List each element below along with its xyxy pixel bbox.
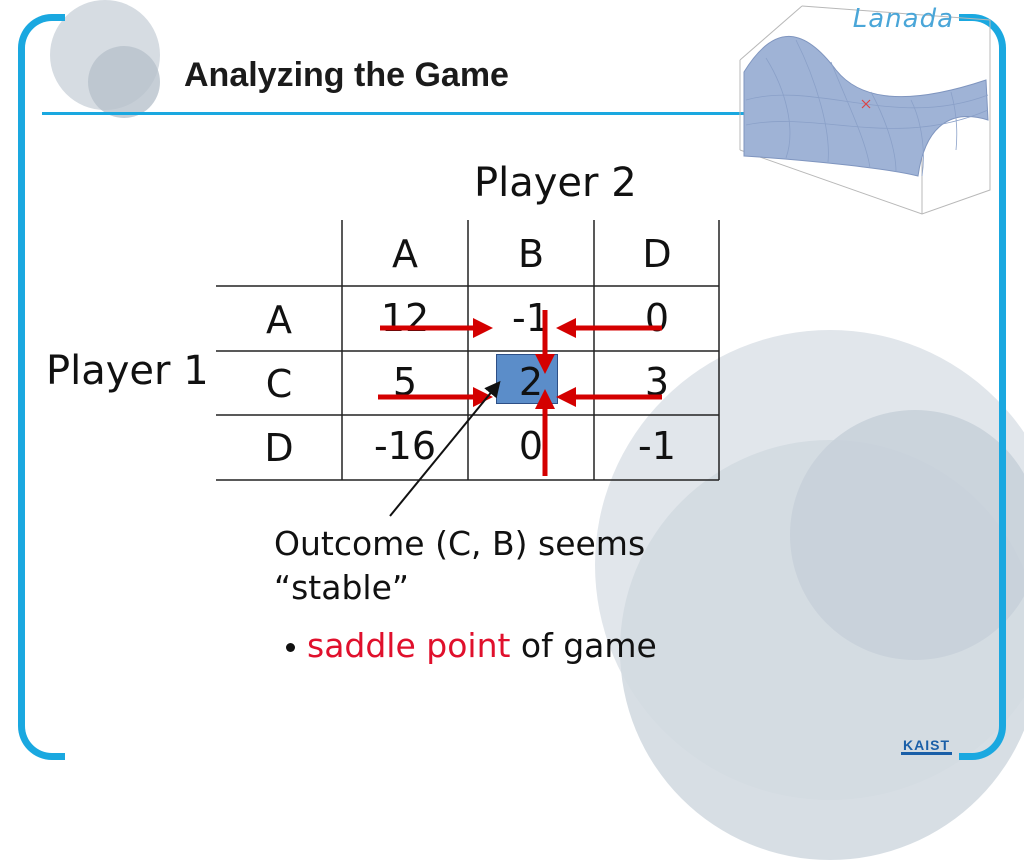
matrix-grid	[216, 220, 720, 481]
column-header: A	[392, 232, 418, 276]
callout-pointer	[389, 380, 501, 517]
slide-frame-right	[959, 14, 1006, 760]
outcome-caption: Outcome (C, B) seems “stable”	[274, 522, 714, 610]
title-divider	[42, 112, 982, 115]
row-player-label: Player 1	[46, 348, 209, 394]
payoff-cell: -1	[638, 424, 676, 468]
saddle-point-bullet: saddle point of game	[286, 626, 657, 665]
slide-frame-left	[18, 14, 65, 760]
lanada-logo: Lanada	[852, 4, 954, 34]
bullet-icon	[286, 643, 295, 652]
row-header: A	[266, 298, 292, 342]
kaist-logo: KAIST	[901, 737, 952, 755]
column-header: B	[517, 232, 545, 276]
column-player-label: Player 2	[474, 160, 637, 206]
decorative-circle	[88, 46, 160, 118]
saddle-point-term: saddle point	[307, 626, 511, 665]
column-header: D	[642, 232, 672, 276]
decorative-circle	[790, 410, 1024, 660]
row-header: D	[264, 426, 294, 470]
payoff-cell: 0	[518, 424, 544, 468]
page-title: Analyzing the Game	[184, 56, 509, 94]
row-header: C	[265, 362, 293, 406]
bullet-text: of game	[510, 626, 657, 665]
caption-line: Outcome (C, B) seems	[274, 524, 646, 563]
payoff-cell: -16	[373, 424, 437, 468]
arrows-overlay	[378, 310, 662, 517]
saddle-surface-image	[739, 5, 991, 215]
payoff-cell: 12	[380, 296, 430, 340]
caption-line: “stable”	[274, 568, 409, 607]
payoff-cell: 0	[644, 296, 670, 340]
